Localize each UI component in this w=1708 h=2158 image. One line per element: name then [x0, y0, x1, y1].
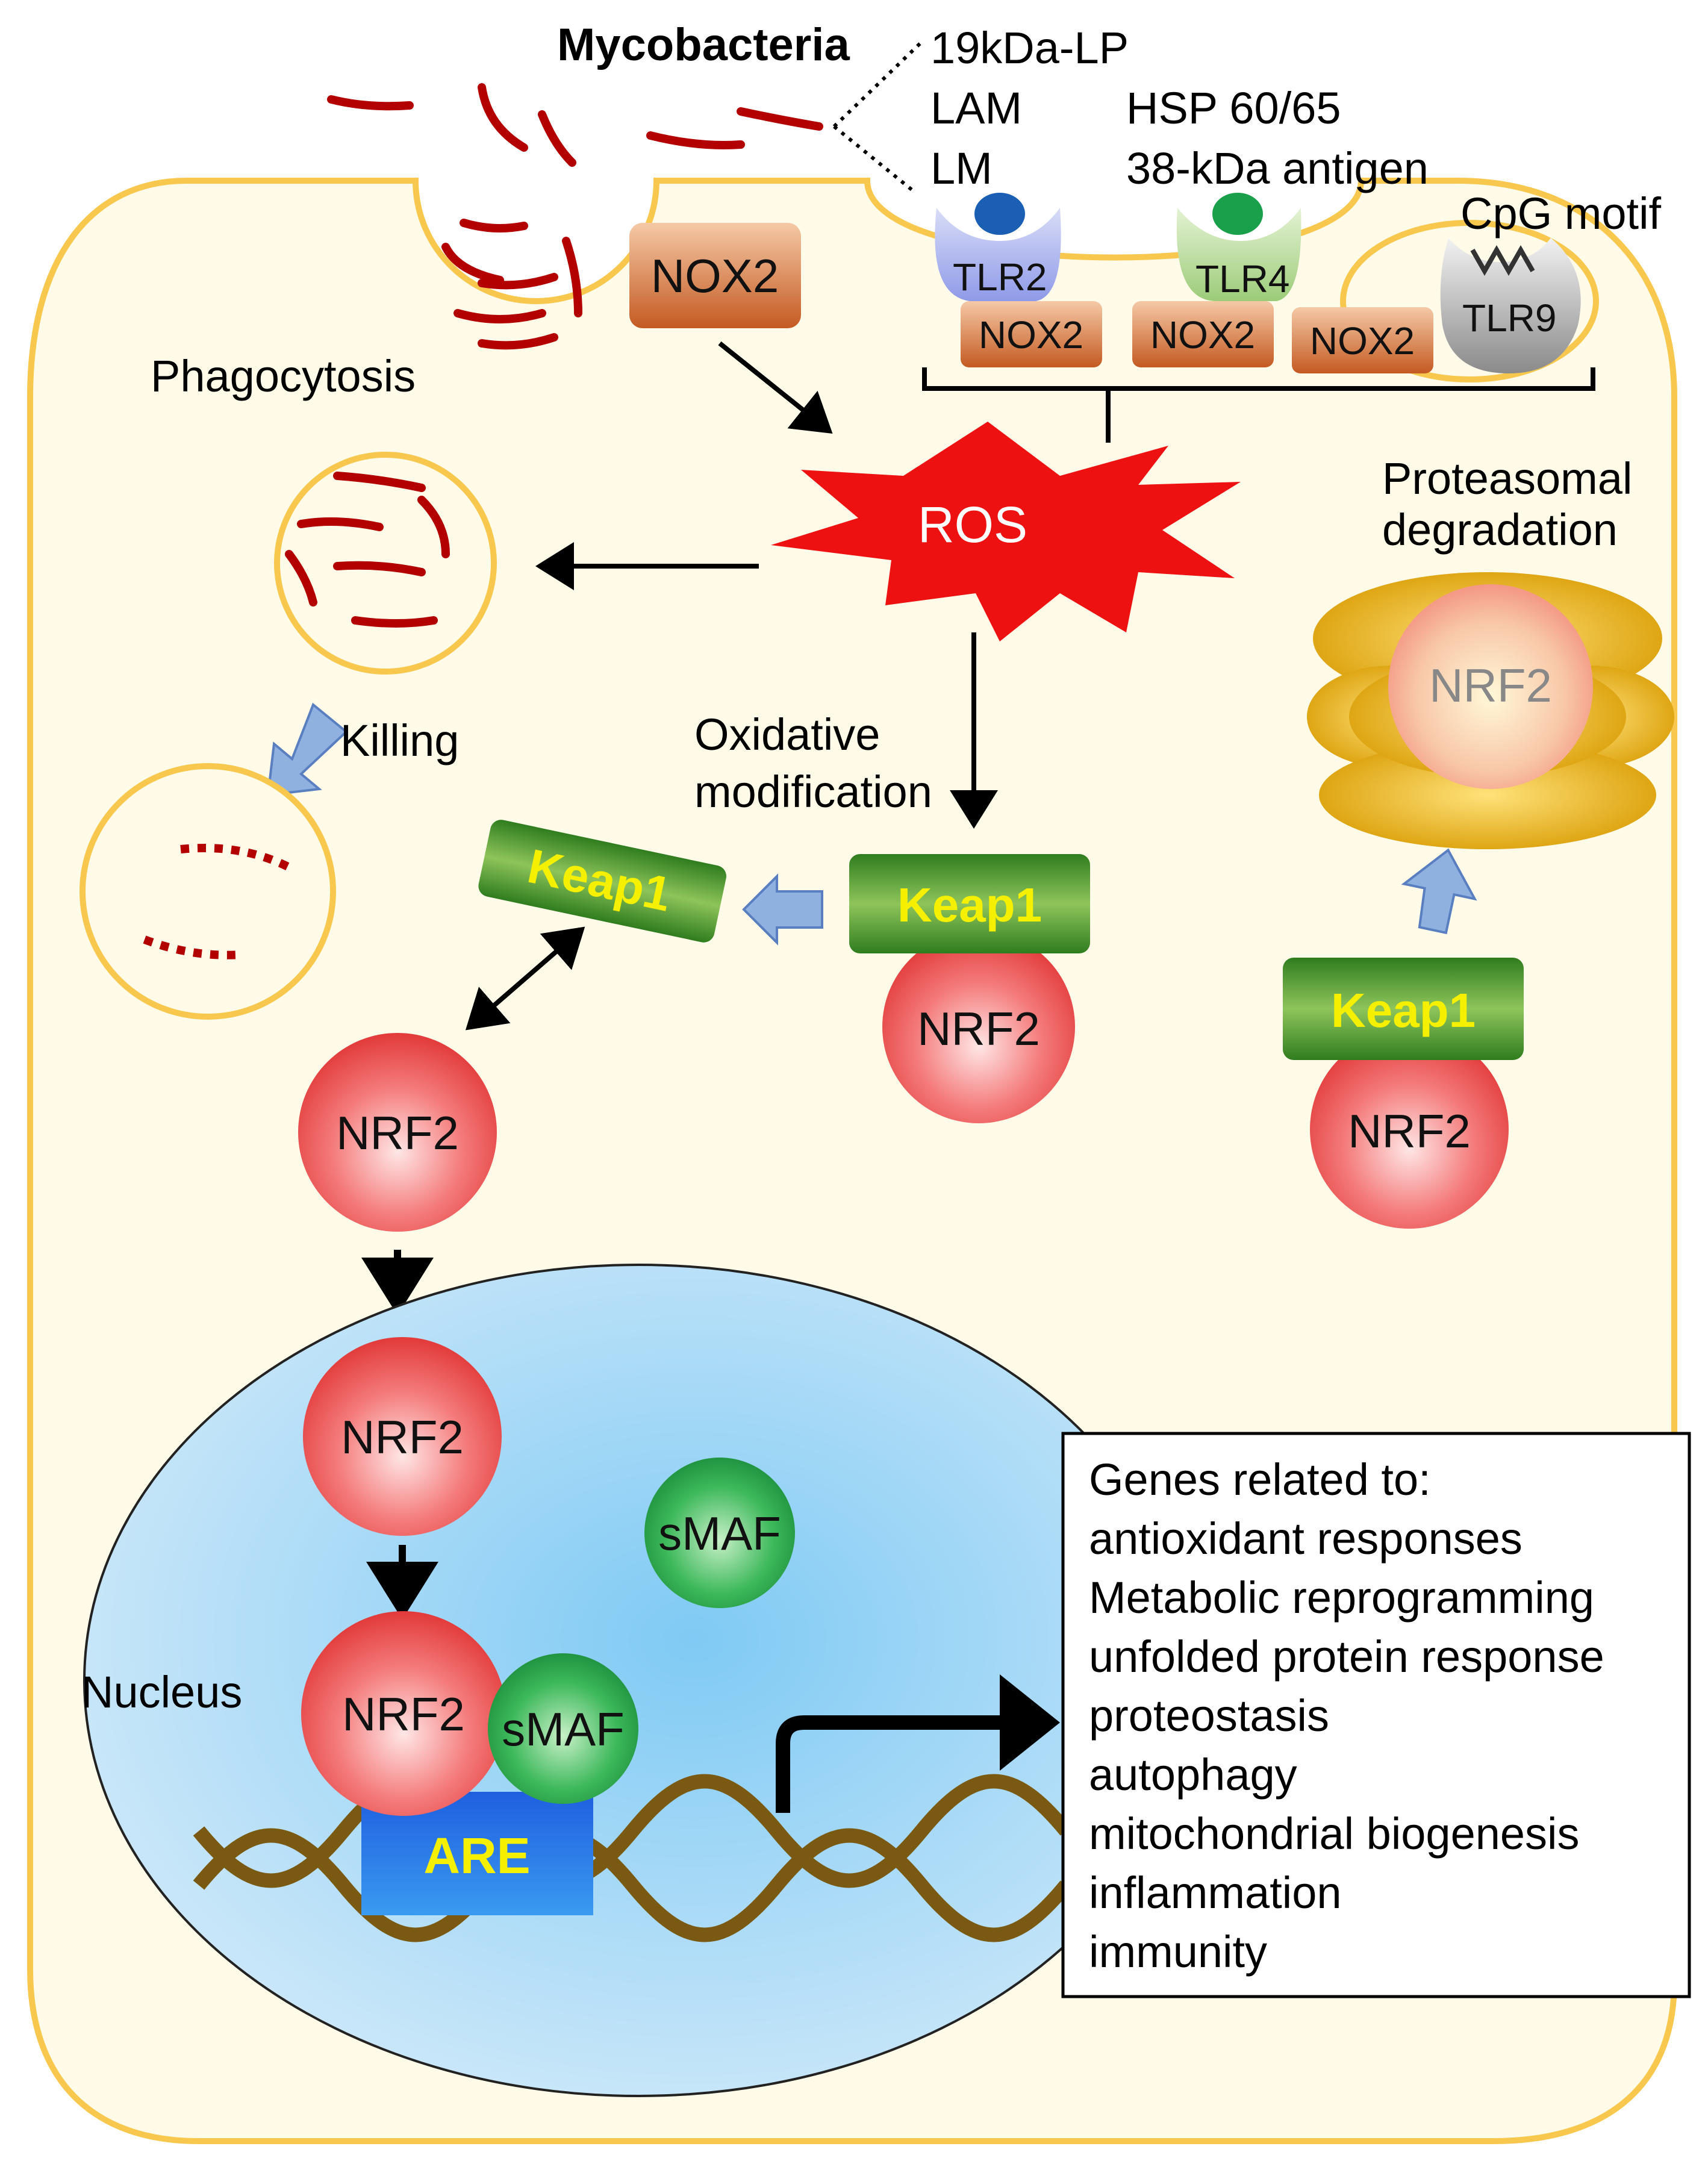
arrow-nox2-to-ros — [718, 341, 833, 434]
proteasomal-label-2: degradation — [1382, 505, 1618, 555]
gene-item: proteostasis — [1089, 1691, 1329, 1741]
phagosome-bacteria — [285, 472, 450, 628]
keap1-nrf2-complex-right: Keap1 NRF2 — [1283, 958, 1524, 1229]
tlr2-receptor — [935, 208, 1061, 301]
svg-text:ARE: ARE — [423, 1827, 530, 1884]
proteasomal-label-1: Proteasomal — [1382, 454, 1632, 504]
nox2-membrane-1: NOX2 — [961, 301, 1102, 367]
cpg-motif-label: CpG motif — [1460, 189, 1662, 239]
ligand-19kda-lp: 19kDa-LP — [930, 23, 1129, 73]
svg-text:Keap1: Keap1 — [1331, 984, 1476, 1037]
released-keap1: Keap1 — [478, 820, 727, 943]
nucleus-label: Nucleus — [81, 1667, 242, 1717]
oxidative-label-2: modification — [694, 767, 932, 817]
gene-item: unfolded protein response — [1089, 1632, 1604, 1682]
tlr4-receptor — [1176, 208, 1301, 301]
nucleus — [83, 1264, 1194, 2097]
release-hollow-arrow — [742, 873, 823, 946]
genes-box-title: Genes related to: — [1089, 1455, 1431, 1505]
svg-text:NRF2: NRF2 — [341, 1411, 464, 1464]
nrf2-free: NRF2 — [298, 1033, 497, 1232]
double-arrow-keap1-nrf2 — [465, 926, 585, 1031]
cpg-motif-icon — [1470, 245, 1535, 276]
nox2-phagosome: NOX2 — [629, 223, 801, 328]
ligand-hsp: HSP 60/65 — [1126, 83, 1341, 133]
receptor-bracket — [922, 367, 1595, 443]
svg-text:NRF2: NRF2 — [336, 1106, 459, 1159]
ligand-38kda: 38-kDa antigen — [1126, 143, 1429, 193]
svg-text:NRF2: NRF2 — [1429, 659, 1552, 712]
ligand-lm: LM — [930, 143, 993, 193]
nrf2-degraded: NRF2 — [1388, 584, 1593, 789]
keap1-nrf2-complex-center: Keap1 NRF2 — [849, 854, 1090, 1123]
svg-text:NRF2: NRF2 — [917, 1002, 1040, 1055]
gene-item: autophagy — [1089, 1750, 1297, 1800]
nrf2-bound: NRF2 — [301, 1611, 506, 1816]
svg-text:NRF2: NRF2 — [1348, 1105, 1471, 1158]
svg-text:sMAF: sMAF — [658, 1507, 781, 1560]
killing-label: Killing — [340, 716, 459, 766]
oxidative-label-1: Oxidative — [694, 709, 880, 759]
svg-text:NOX2: NOX2 — [1310, 319, 1415, 363]
smaf-bound: sMAF — [488, 1653, 638, 1804]
gene-item: immunity — [1089, 1927, 1267, 1977]
transcription-arrow-head — [1000, 1674, 1060, 1771]
tlr9-label: TLR9 — [1462, 296, 1557, 340]
gene-item: inflammation — [1089, 1868, 1342, 1918]
tlr2-label: TLR2 — [953, 255, 1047, 299]
degradation-hollow-arrow — [1401, 848, 1477, 935]
svg-text:sMAF: sMAF — [502, 1703, 625, 1756]
gene-item: antioxidant responses — [1089, 1514, 1523, 1564]
svg-text:NOX2: NOX2 — [1150, 313, 1255, 357]
gene-item: Metabolic reprogramming — [1089, 1573, 1594, 1623]
dna-helix — [193, 1774, 1072, 1942]
svg-text:NOX2: NOX2 — [651, 249, 779, 302]
svg-text:NOX2: NOX2 — [979, 313, 1083, 357]
ligand-lam: LAM — [930, 83, 1022, 133]
tlr4-label: TLR4 — [1195, 257, 1290, 301]
svg-text:Keap1: Keap1 — [897, 878, 1042, 932]
smaf-free: sMAF — [644, 1458, 795, 1608]
transcription-arrow — [776, 1715, 1000, 1813]
are-element: ARE — [361, 1792, 593, 1915]
nrf2-nuclear: NRF2 — [303, 1337, 502, 1536]
killed-bacteria-vesicle — [79, 763, 336, 1020]
mycobacteria-outside — [327, 83, 823, 167]
phagocytosis-label: Phagocytosis — [151, 351, 416, 401]
tlr9-receptor — [1440, 238, 1581, 373]
svg-text:NRF2: NRF2 — [342, 1688, 465, 1741]
tlr2-ligand-dot — [974, 193, 1025, 235]
killed-bacteria — [143, 844, 291, 959]
ligand-pointer-lines — [832, 40, 923, 195]
tlr4-ligand-dot — [1212, 193, 1263, 235]
killing-hollow-arrow — [266, 702, 349, 797]
gene-item: mitochondrial biogenesis — [1089, 1809, 1579, 1859]
ros-label: ROS — [918, 496, 1027, 553]
nox2-membrane-2: NOX2 — [1132, 301, 1274, 367]
mycobacteria-label: Mycobacteria — [557, 19, 850, 70]
nox2-membrane-3: NOX2 — [1292, 307, 1433, 373]
ros-burst — [771, 422, 1241, 641]
genes-box — [1061, 1432, 1691, 1998]
phagocytosed-bacteria — [441, 219, 582, 350]
